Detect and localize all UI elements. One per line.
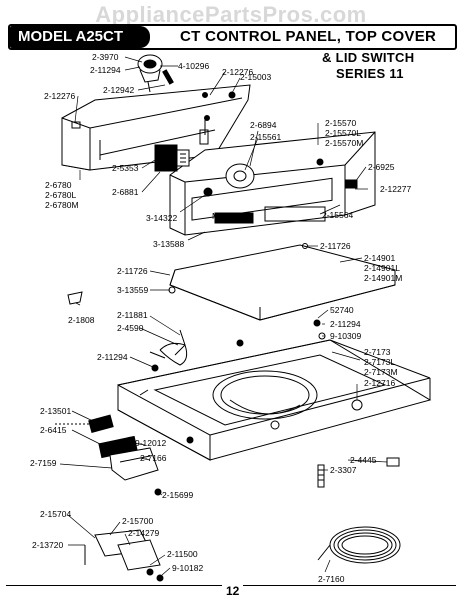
part-label: 2-4445 — [350, 455, 377, 465]
part-label: 2-4590 — [117, 323, 144, 333]
part-label: 2-7166 — [140, 453, 167, 463]
part-labels: 2-3970 2-11294 4-10296 2-12276 2-15003 2… — [30, 52, 411, 584]
part-label: 3-14322 — [146, 213, 177, 223]
part-label: 3-13588 — [153, 239, 184, 249]
part-label: 2-12942 — [103, 85, 134, 95]
part-label: 2-15570L — [325, 128, 361, 138]
hinge-bracket-assembly — [84, 529, 164, 582]
control-panel-back — [61, 84, 251, 171]
part-label: 2-12276 — [44, 91, 75, 101]
model-label: MODEL A25CT — [10, 26, 150, 48]
part-label: 2-12277 — [380, 184, 411, 194]
diagram-title: CT CONTROL PANEL, TOP COVER — [180, 28, 437, 45]
wire-harness — [149, 329, 188, 366]
part-label: 2-3307 — [330, 465, 357, 475]
part-label: 2-15570M — [325, 138, 363, 148]
part-label: 2-15704 — [40, 509, 71, 519]
part-label: 2-11881 — [117, 310, 148, 320]
part-label: 2-3970 — [92, 52, 119, 62]
watermark: AppliancePartsPros.com — [95, 2, 367, 27]
lid-switch-assembly — [55, 414, 194, 496]
part-label: 2-14901L — [364, 263, 400, 273]
washer-lid — [169, 243, 396, 321]
part-label: 2-15699 — [162, 490, 193, 500]
part-label: 2-11500 — [167, 549, 198, 559]
part-label: 2-11294 — [90, 65, 121, 75]
part-label: 2-6894 — [250, 120, 277, 130]
part-label: 2-5353 — [112, 163, 139, 173]
part-label: 2-14901M — [364, 273, 402, 283]
part-label: 2-7159 — [30, 458, 57, 468]
part-label: 9-10309 — [330, 331, 361, 341]
part-label: 2-13720 — [32, 540, 63, 550]
part-label: 2-11294 — [97, 352, 128, 362]
part-label: 2-11726 — [117, 266, 148, 276]
part-label: 9-12012 — [135, 438, 166, 448]
part-label: 2-6780M — [45, 200, 79, 210]
part-label: 2-6780L — [45, 190, 76, 200]
rotary-switch — [154, 144, 190, 172]
part-label: 2-7173M — [364, 367, 398, 377]
part-label: 2-15564 — [322, 210, 353, 220]
console-logo: MAYTAG — [212, 211, 247, 221]
part-label: 3-13559 — [117, 285, 148, 295]
part-label: 9-10182 — [172, 563, 203, 573]
part-label: 2-15570 — [325, 118, 356, 128]
series-label: SERIES 11 — [336, 66, 404, 81]
part-label: 2-1808 — [68, 315, 95, 325]
part-label: 2-6925 — [368, 162, 395, 172]
part-label: 2-12716 — [364, 378, 395, 388]
part-label: 2-11726 — [320, 241, 351, 251]
part-label: 2-14901 — [364, 253, 395, 263]
part-label: 4-10296 — [178, 61, 209, 71]
top-cover — [117, 339, 432, 461]
part-label: 2-12276 — [222, 67, 253, 77]
wire-coil — [317, 526, 401, 564]
page-number: 12 — [222, 584, 244, 598]
part-label: 2-7173L — [364, 357, 395, 367]
part-label: 2-14279 — [128, 528, 159, 538]
part-label: 2-15003 — [240, 72, 271, 82]
part-label: 2-11294 — [330, 319, 361, 329]
control-console — [169, 131, 376, 236]
part-label: 2-6780 — [45, 180, 72, 190]
diagram-header: MODEL A25CT CT CONTROL PANEL, TOP COVER — [8, 24, 457, 50]
part-label: 52740 — [330, 305, 354, 315]
small-hardware — [67, 115, 400, 488]
timer-knob-assembly — [137, 54, 236, 99]
part-label: 2-15700 — [122, 516, 153, 526]
part-label: 2-6415 — [40, 425, 67, 435]
diagram-subtitle: & LID SWITCH — [322, 50, 415, 65]
part-label: 2-7160 — [318, 574, 345, 584]
part-label: 2-13501 — [40, 406, 71, 416]
part-label: 2-7173 — [364, 347, 391, 357]
part-label: 2-15561 — [250, 132, 281, 142]
part-label: 2-6881 — [112, 187, 139, 197]
